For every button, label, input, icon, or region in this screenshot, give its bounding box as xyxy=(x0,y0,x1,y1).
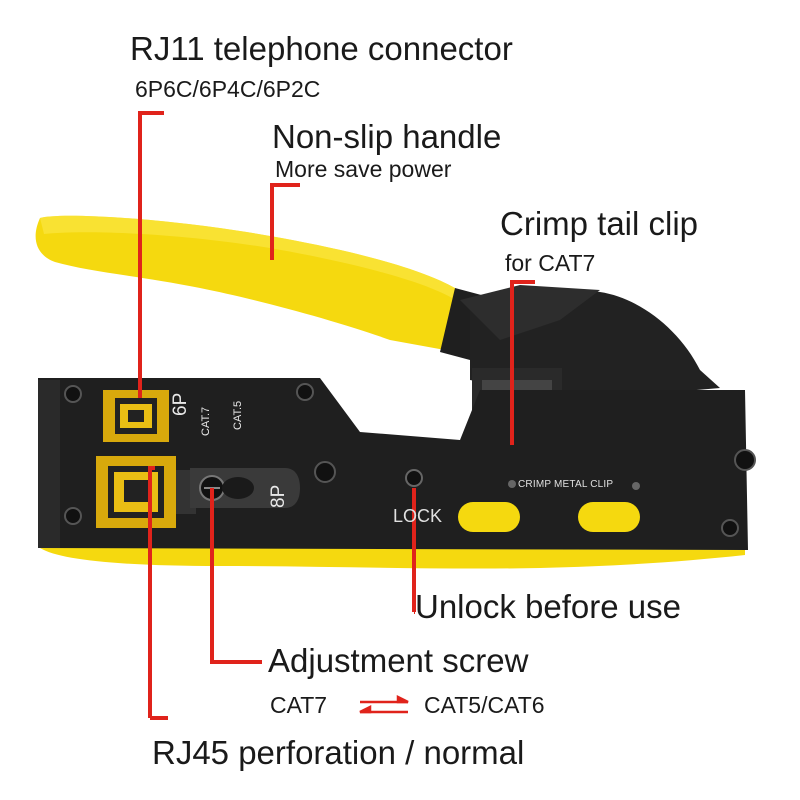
crimp-title: Crimp tail clip xyxy=(500,205,699,242)
rj45-label: RJ45 perforation / normal xyxy=(152,734,525,771)
lock-mark: LOCK xyxy=(393,506,443,526)
handle-callout-line xyxy=(270,183,300,260)
crimp-subtitle: for CAT7 xyxy=(505,250,596,276)
six-p-mark: 6P xyxy=(170,392,191,416)
callout-lines xyxy=(138,111,535,720)
rj11-subtitle: 6P6C/6P4C/6P2C xyxy=(135,76,321,102)
adjust-cat7-label: CAT7 xyxy=(270,692,328,718)
adjustment-plate xyxy=(190,468,300,508)
crimp-callout-line xyxy=(510,280,535,445)
lock-and-slots xyxy=(405,469,640,532)
eight-p-mark: 8P xyxy=(268,484,289,508)
rj11-title: RJ11 telephone connector xyxy=(130,30,513,67)
adjust-cat5-cat6-label: CAT5/CAT6 xyxy=(424,692,545,718)
cat7-mark: CAT.7 xyxy=(200,406,212,436)
rj11-port xyxy=(103,390,169,442)
handle-title: Non-slip handle xyxy=(272,118,502,155)
unlock-label: Unlock before use xyxy=(415,588,681,625)
adjust-callout-line xyxy=(210,488,262,664)
handle-subtitle: More save power xyxy=(275,156,452,182)
cat-switch-arrows xyxy=(359,694,409,714)
cat5-mark: CAT.5 xyxy=(232,400,244,430)
screws xyxy=(64,383,756,537)
adjustment-title: Adjustment screw xyxy=(268,642,529,679)
crimp-metal-clip-mark: CRIMP METAL CLIP xyxy=(518,479,614,490)
rj11-callout-line xyxy=(138,111,164,398)
rj45-callout-line xyxy=(148,466,155,718)
